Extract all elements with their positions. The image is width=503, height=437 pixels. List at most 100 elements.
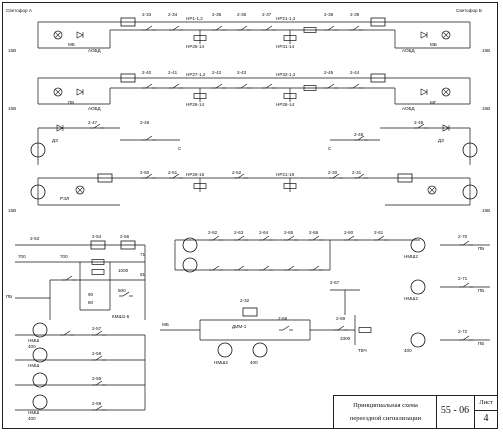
label-ref-r14: 2-45 <box>324 70 334 75</box>
stamp-sheet-label: Лист <box>479 399 493 406</box>
label-ref-r38: 2-67 <box>330 280 340 285</box>
label-nmsh2: НМШ <box>28 363 39 368</box>
label-pb-2: ПБ <box>6 294 12 299</box>
label-ref-r36: 2-31 <box>352 170 362 175</box>
label-ref-r2: 2-54 <box>92 234 102 239</box>
label-ref-r3: 2-56 <box>120 234 130 239</box>
label-ref-r29: 2-38 <box>324 12 334 17</box>
label-tvh: ТВЧ <box>358 348 367 353</box>
label-kmsh5: КМШ1-5 <box>112 314 130 319</box>
label-ref-r35: 2-30 <box>328 170 338 175</box>
label-n3300: 3300 <box>340 336 351 341</box>
label-ref-r22: 2-52 <box>232 170 242 175</box>
label-15v-1: 15В <box>8 48 16 53</box>
label-15v-6: 15В <box>482 208 490 213</box>
label-aobd4: АОБД <box>402 106 416 111</box>
label-left-signal: Светофор А <box>6 8 33 13</box>
label-res-n6: НР28-14 <box>276 102 295 107</box>
label-res-n2: НР21-1,2 <box>276 16 296 21</box>
label-ref-r13: 2-47 <box>88 120 98 125</box>
label-ref-r33: 2-42 <box>212 70 222 75</box>
label-n400-3: 400 <box>250 360 258 365</box>
label-15v-2: 15В <box>482 48 490 53</box>
label-aobd2: АОБД <box>402 48 416 53</box>
label-ref-r34: 2-43 <box>237 70 247 75</box>
row-2-circuit <box>37 77 471 105</box>
label-n700-1: 700 <box>18 254 26 259</box>
label-nmsh5: НМШ2 <box>404 254 418 259</box>
label-ref-r23: 2-50 <box>140 170 150 175</box>
label-mb-1: МБ <box>68 42 75 47</box>
label-nmsh1: НМШ <box>28 338 39 343</box>
label-ref-r27: 2-36 <box>237 12 247 17</box>
label-res-n5: НР21-16 <box>276 172 295 177</box>
label-n400-2: 400 <box>28 416 36 421</box>
stamp-sheet-number: 4 <box>483 413 489 424</box>
label-ref-r19: 2-60 <box>344 230 354 235</box>
label-mb-3: МБ <box>162 322 169 327</box>
label-ref-r24: 2-33 <box>142 12 152 17</box>
label-ref-r9: 2-64 <box>259 230 269 235</box>
label-pb-1: ПБ <box>68 100 74 105</box>
label-aobd3: АОБД <box>88 106 102 111</box>
label-ref-r41: 2-70 <box>458 234 468 239</box>
label-ref-r6: 2-55 <box>92 376 102 381</box>
label-ref-r11: 2-66 <box>309 230 319 235</box>
label-ref-r40: 2-69 <box>336 316 346 321</box>
label-ref-r43: 2-72 <box>458 329 468 334</box>
row-1-circuit <box>37 21 471 49</box>
label-c-1: С <box>178 146 182 151</box>
label-ref-r16: 2-46 <box>140 120 150 125</box>
label-pb-4: ПБ <box>478 288 484 293</box>
bottom-middle-ladder <box>160 239 420 345</box>
right-indicators <box>440 244 490 341</box>
label-pb-3: ПБ <box>478 246 484 251</box>
stamp-title-line2: переездной сигнализации <box>349 415 422 422</box>
label-res-n7: НР25-14 <box>186 44 205 49</box>
label-n700-2: 700 <box>60 254 68 259</box>
label-ref-r17: 2-49 <box>414 120 424 125</box>
label-ref-r1: 2-53 <box>30 236 40 241</box>
label-n400-1: 400 <box>28 344 36 349</box>
label-ref-r31: 2-40 <box>142 70 152 75</box>
stamp-doc-number: 55 - 06 <box>440 405 470 416</box>
bottom-left-block <box>15 244 146 411</box>
stamp-sheet-cell: Лист 4 <box>474 396 498 429</box>
label-res-n4: НР31-14 <box>276 44 295 49</box>
label-res-n8: НР27-1,2 <box>186 72 206 77</box>
label-res-n1: НР1-1,2 <box>186 16 203 21</box>
label-ref-r20: 2-61 <box>374 230 384 235</box>
label-ref-r15: 2-44 <box>350 70 360 75</box>
label-aobd1: АОБД <box>88 48 102 53</box>
label-ref-r39: 2-68 <box>278 316 288 321</box>
label-res-n10: НР26-16 <box>186 172 205 177</box>
label-ref-r32: 2-41 <box>168 70 178 75</box>
label-mb-2: МБ <box>430 42 437 47</box>
label-ref-r21: 2-51 <box>168 170 178 175</box>
label-dz2: ДЗ <box>438 138 444 143</box>
label-ref-r10: 2-65 <box>284 230 294 235</box>
label-ref-r28: 2-37 <box>262 12 272 17</box>
label-ref-r7: 2-62 <box>208 230 218 235</box>
stamp-number-cell: 55 - 06 <box>436 396 475 429</box>
label-rel1: РЭЛ <box>60 196 69 201</box>
label-n80: 80 <box>88 300 94 305</box>
label-res-n9: НР33-1,2 <box>276 72 296 77</box>
label-15v-5: 15В <box>8 208 16 213</box>
label-dz1: ДЗ <box>52 138 58 143</box>
label-ref-r12: 2-48 <box>354 132 364 137</box>
drawing-frame <box>2 2 498 429</box>
label-15v-3: 15В <box>8 106 16 111</box>
label-mf-1: МГ <box>430 100 437 105</box>
label-ref-r5: 2-58 <box>92 351 102 356</box>
title-stamp: Принципиальная схема переездной сигнализ… <box>333 395 498 429</box>
label-ref-r25: 2-34 <box>168 12 178 17</box>
label-c-2: С <box>328 146 332 151</box>
label-ref-r26: 2-35 <box>212 12 222 17</box>
label-ref-r37: 2-32 <box>240 298 250 303</box>
label-ref-r4: 2-57 <box>92 326 102 331</box>
label-n90: 90 <box>88 292 94 297</box>
label-ref-r30: 2-39 <box>350 12 360 17</box>
